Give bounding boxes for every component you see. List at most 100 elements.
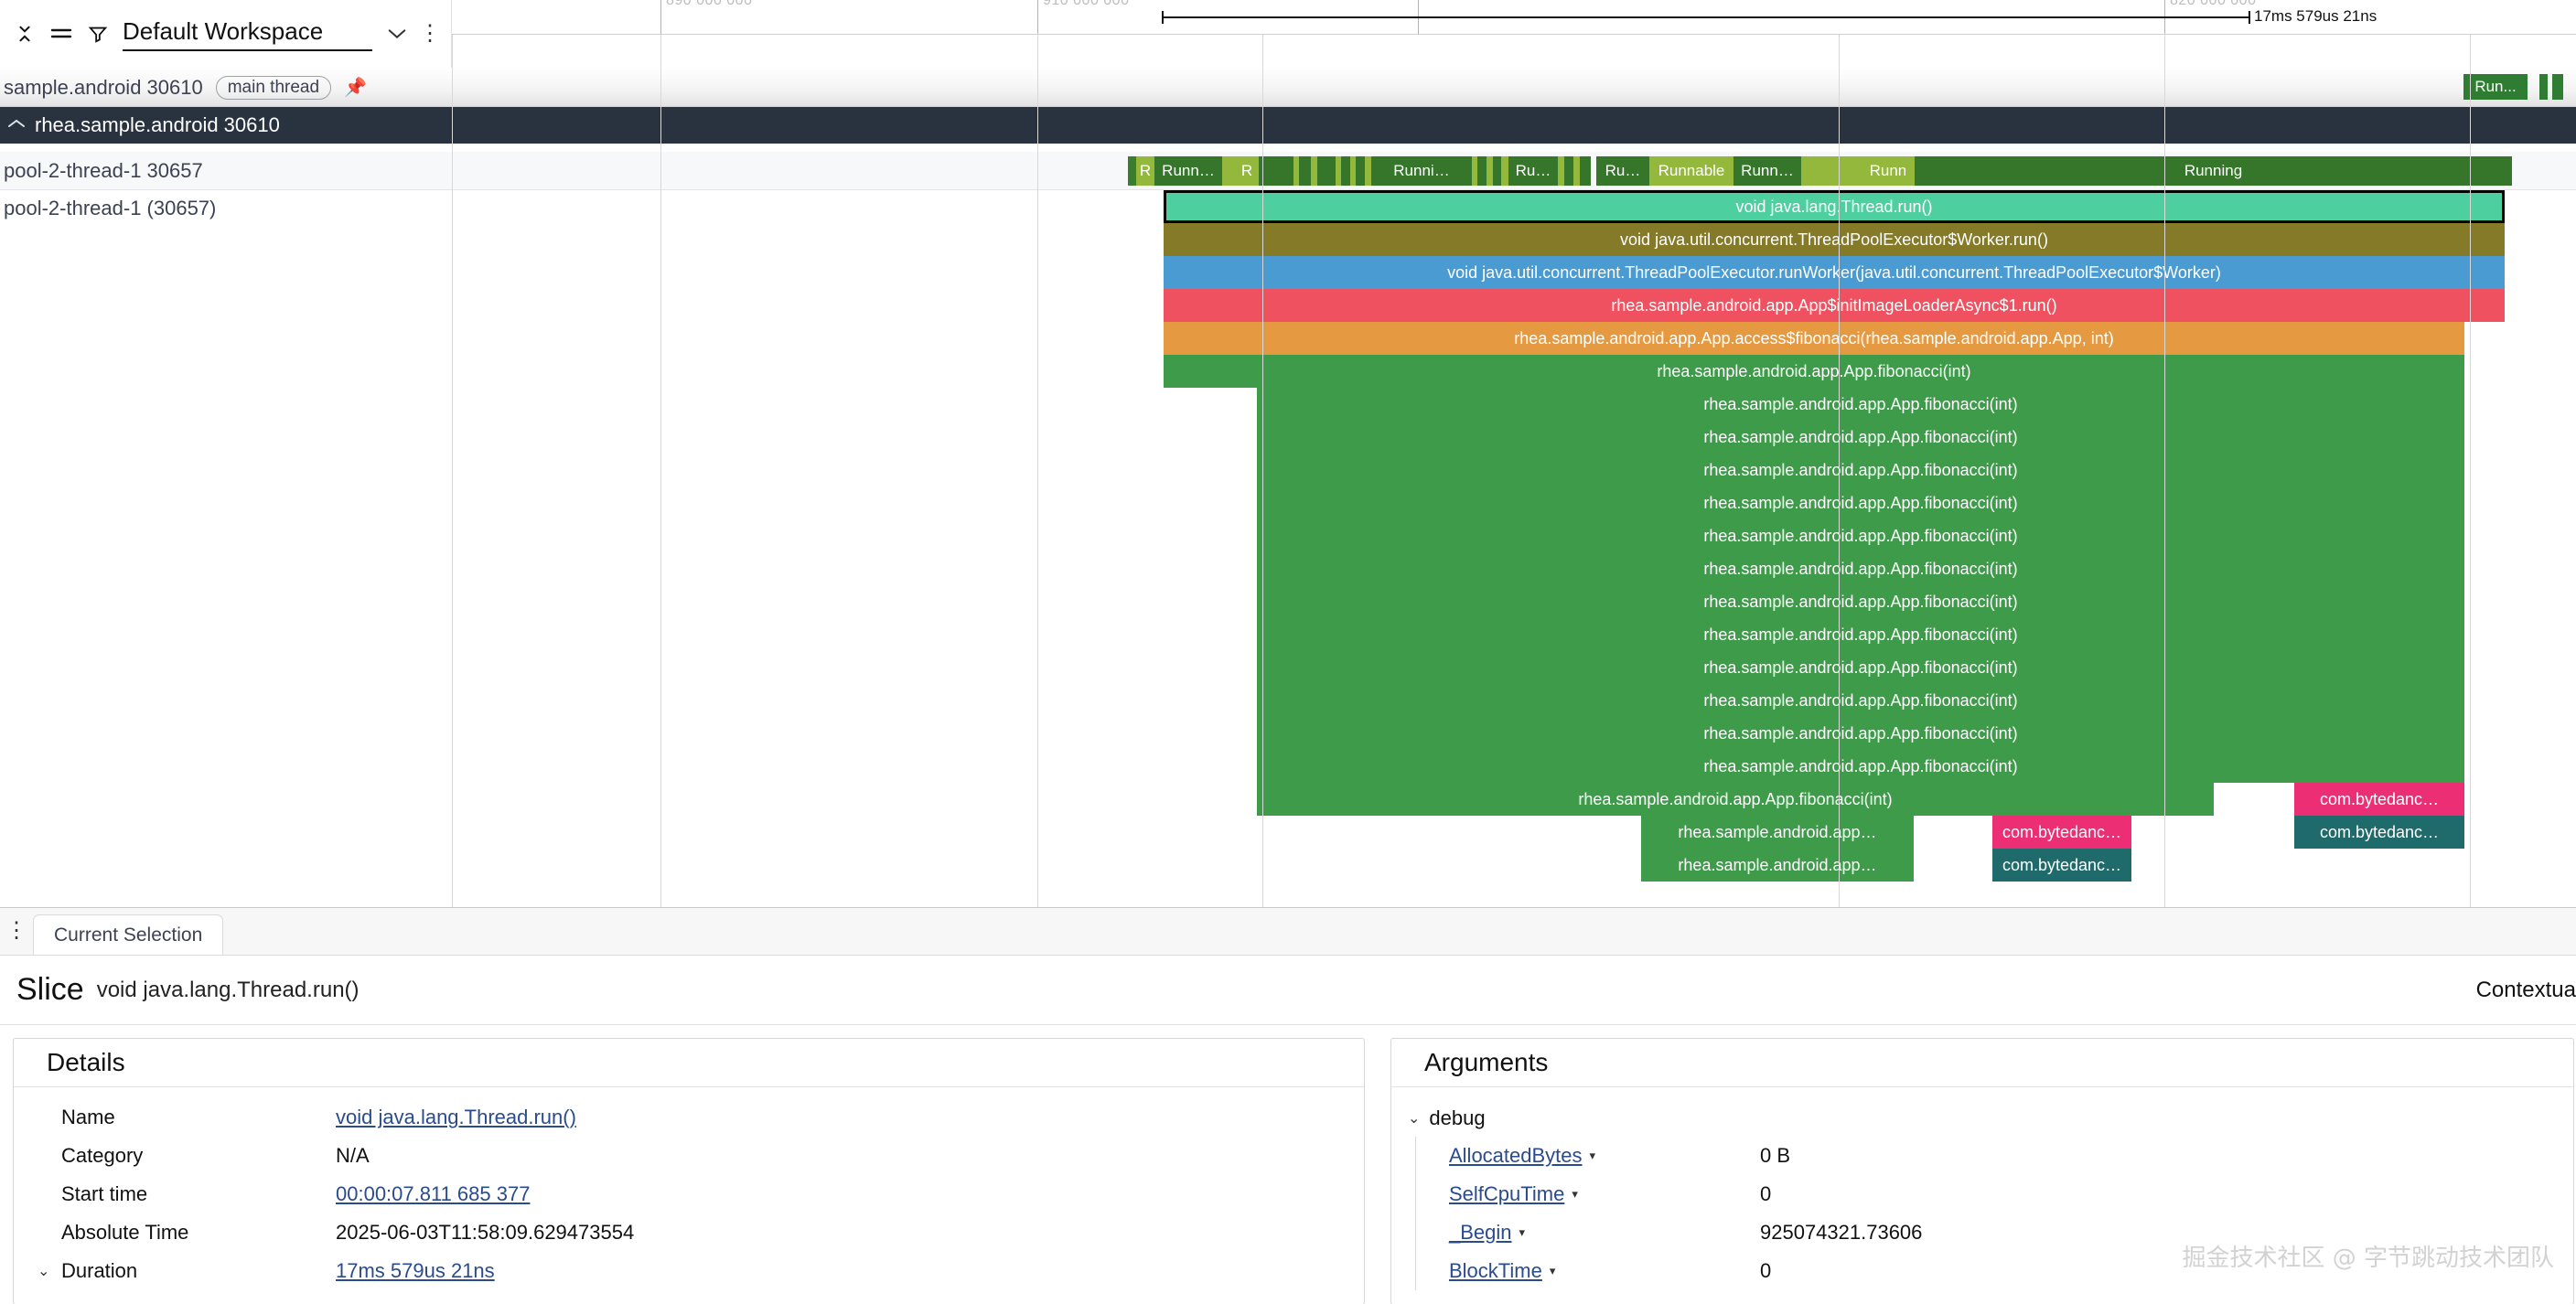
workspace-title[interactable]: Default Workspace [123, 17, 372, 51]
workspace-header: Default Workspace ⋮ [0, 0, 452, 68]
details-row-key: Start time [14, 1182, 336, 1206]
flame-slice[interactable]: com.bytedanc… [2294, 783, 2464, 816]
flame-slice[interactable]: rhea.sample.android.app.App.fibonacci(in… [1257, 750, 2464, 783]
thread-state-slice[interactable]: Runn… [1154, 156, 1222, 186]
mini-slice[interactable] [2552, 74, 2563, 100]
thread-state-slice[interactable] [1493, 156, 1501, 186]
flame-slice[interactable]: com.bytedanc… [1992, 849, 2131, 882]
more-vertical-icon[interactable]: ⋮ [5, 918, 27, 943]
thread-state-slice[interactable]: R [1235, 156, 1259, 186]
flame-slice[interactable]: rhea.sample.android.app.App.fibonacci(in… [1257, 421, 2464, 454]
caret-down-icon[interactable]: ▾ [1589, 1149, 1596, 1162]
thread-state-slice[interactable] [1311, 156, 1317, 186]
caret-down-icon[interactable]: ▾ [1572, 1187, 1578, 1201]
flame-slice[interactable]: void java.util.concurrent.ThreadPoolExec… [1164, 223, 2505, 256]
more-vertical-icon[interactable]: ⋮ [419, 21, 441, 46]
thread-state-slice[interactable]: Ru… [1508, 156, 1558, 186]
thread-state-slice[interactable]: Runn… [1733, 156, 1801, 186]
thread-state-slice[interactable] [1350, 156, 1356, 186]
process-group-row[interactable]: rhea.sample.android 30610 [0, 107, 2576, 144]
pin-icon[interactable]: 📌 [344, 78, 367, 98]
flame-slice[interactable]: rhea.sample.android.app.App.fibonacci(in… [1257, 618, 2464, 651]
thread-state-slice[interactable] [1472, 156, 1477, 186]
collapse-tracks-icon[interactable] [13, 22, 37, 46]
flame-slice[interactable]: rhea.sample.android.app.App.fibonacci(in… [1257, 519, 2464, 552]
flame-slice[interactable]: rhea.sample.android.app.App.fibonacci(in… [1257, 454, 2464, 486]
mini-slice[interactable]: Run... [2463, 74, 2528, 100]
flame-chart[interactable]: void java.lang.Thread.run()void java.uti… [452, 190, 2576, 907]
argument-key-label: _Begin [1449, 1221, 1512, 1244]
thread-state-slice[interactable] [1573, 156, 1580, 186]
thread-state-slice[interactable] [1299, 156, 1311, 186]
flame-slice[interactable]: com.bytedanc… [1992, 816, 2131, 849]
thread-state-slice[interactable] [1356, 156, 1365, 186]
flame-slice[interactable]: rhea.sample.android.app.App.fibonacci(in… [1164, 355, 2464, 388]
process-summary-row[interactable]: sample.android 30610 main thread 📌 Run..… [0, 68, 2576, 107]
chevron-down-icon[interactable]: ⌄ [38, 1264, 50, 1279]
thread-state-slice[interactable] [1293, 156, 1299, 186]
contextual-options-label[interactable]: Contextua [2475, 977, 2576, 1002]
details-row-value[interactable]: 17ms 579us 21ns [336, 1259, 495, 1282]
flame-slice[interactable]: rhea.sample.android.app.App.fibonacci(in… [1257, 585, 2464, 618]
process-name: sample.android 30610 [4, 75, 203, 99]
argument-row: SelfCpuTime▾0 [1449, 1175, 2573, 1213]
flame-slice[interactable]: rhea.sample.android.app.App.fibonacci(in… [1257, 717, 2464, 750]
flame-slice[interactable]: rhea.sample.android.app.App.fibonacci(in… [1257, 684, 2464, 717]
thread-state-slice[interactable] [1477, 156, 1487, 186]
argument-key[interactable]: BlockTime▾ [1449, 1259, 1760, 1283]
caret-down-icon[interactable]: ▾ [1519, 1225, 1526, 1239]
hamburger-icon[interactable] [49, 22, 73, 46]
thread-state-slice[interactable] [1317, 156, 1336, 186]
process-summary-track[interactable]: Run... [452, 68, 2576, 107]
flame-slice[interactable]: rhea.sample.android.app.App.access$fibon… [1164, 322, 2464, 355]
thread-state-slice[interactable] [1905, 156, 1915, 186]
thread-state-slice[interactable] [1580, 156, 1591, 186]
details-row-label: Absolute Time [61, 1221, 189, 1244]
argument-key[interactable]: AllocatedBytes▾ [1449, 1144, 1760, 1168]
flame-slice[interactable]: rhea.sample.android.app.App.fibonacci(in… [1257, 388, 2464, 421]
flame-slice[interactable]: void java.util.concurrent.ThreadPoolExec… [1164, 256, 2505, 289]
filter-icon[interactable] [86, 22, 110, 46]
mini-slice[interactable] [2539, 74, 2548, 100]
flame-slice[interactable]: rhea.sample.android.app.App.fibonacci(in… [1257, 552, 2464, 585]
thread-state-slice[interactable] [1501, 156, 1508, 186]
thread-state-slice[interactable] [1564, 156, 1573, 186]
details-row-key: Absolute Time [14, 1221, 336, 1245]
thread-state-slice[interactable] [1222, 156, 1235, 186]
argument-key[interactable]: _Begin ▾ [1449, 1221, 1760, 1245]
flame-slice[interactable]: rhea.sample.android.app… [1641, 816, 1914, 849]
details-row-value[interactable]: 00:00:07.811 685 377 [336, 1182, 531, 1205]
thread-state-slice[interactable] [1259, 156, 1293, 186]
arguments-group-header[interactable]: ⌄ debug [1408, 1100, 2573, 1137]
thread-state-slice[interactable]: Ru… [1596, 156, 1649, 186]
details-row-value[interactable]: void java.lang.Thread.run() [336, 1106, 576, 1128]
chevron-down-icon[interactable]: ⌄ [1408, 1111, 1421, 1127]
thread-state-slice[interactable]: Runni… [1371, 156, 1472, 186]
flame-slice[interactable]: com.bytedanc… [2294, 816, 2464, 849]
caret-down-icon[interactable]: ▾ [1549, 1264, 1556, 1277]
flame-slice[interactable]: void java.lang.Thread.run() [1164, 190, 2505, 223]
chevron-up-icon[interactable] [7, 117, 26, 134]
flame-slice[interactable]: rhea.sample.android.app.App.fibonacci(in… [1257, 486, 2464, 519]
flame-slice[interactable]: rhea.sample.android.app.App.fibonacci(in… [1257, 783, 2214, 816]
chevron-down-icon[interactable] [385, 22, 409, 46]
thread-state-slice[interactable] [1487, 156, 1493, 186]
argument-key[interactable]: SelfCpuTime▾ [1449, 1182, 1760, 1206]
thread-state-slice[interactable] [1336, 156, 1341, 186]
thread-state-slice[interactable] [1128, 156, 1136, 186]
tab-current-selection[interactable]: Current Selection [33, 914, 224, 955]
flame-slice[interactable]: rhea.sample.android.app… [1641, 849, 1914, 882]
thread-state-slice[interactable] [1365, 156, 1371, 186]
thread-state-slice[interactable]: R [1136, 156, 1154, 186]
details-row-label: Start time [61, 1182, 148, 1205]
thread-state-slice[interactable]: Runnable [1649, 156, 1733, 186]
thread-state-slice[interactable] [1341, 156, 1350, 186]
thread-state-slice[interactable]: Running [1915, 156, 2512, 186]
thread-state-slice[interactable] [1558, 156, 1564, 186]
flame-slice[interactable]: rhea.sample.android.app.App$initImageLoa… [1164, 289, 2505, 322]
flame-slice[interactable]: rhea.sample.android.app.App.fibonacci(in… [1257, 651, 2464, 684]
details-row-key: Name [14, 1106, 336, 1129]
